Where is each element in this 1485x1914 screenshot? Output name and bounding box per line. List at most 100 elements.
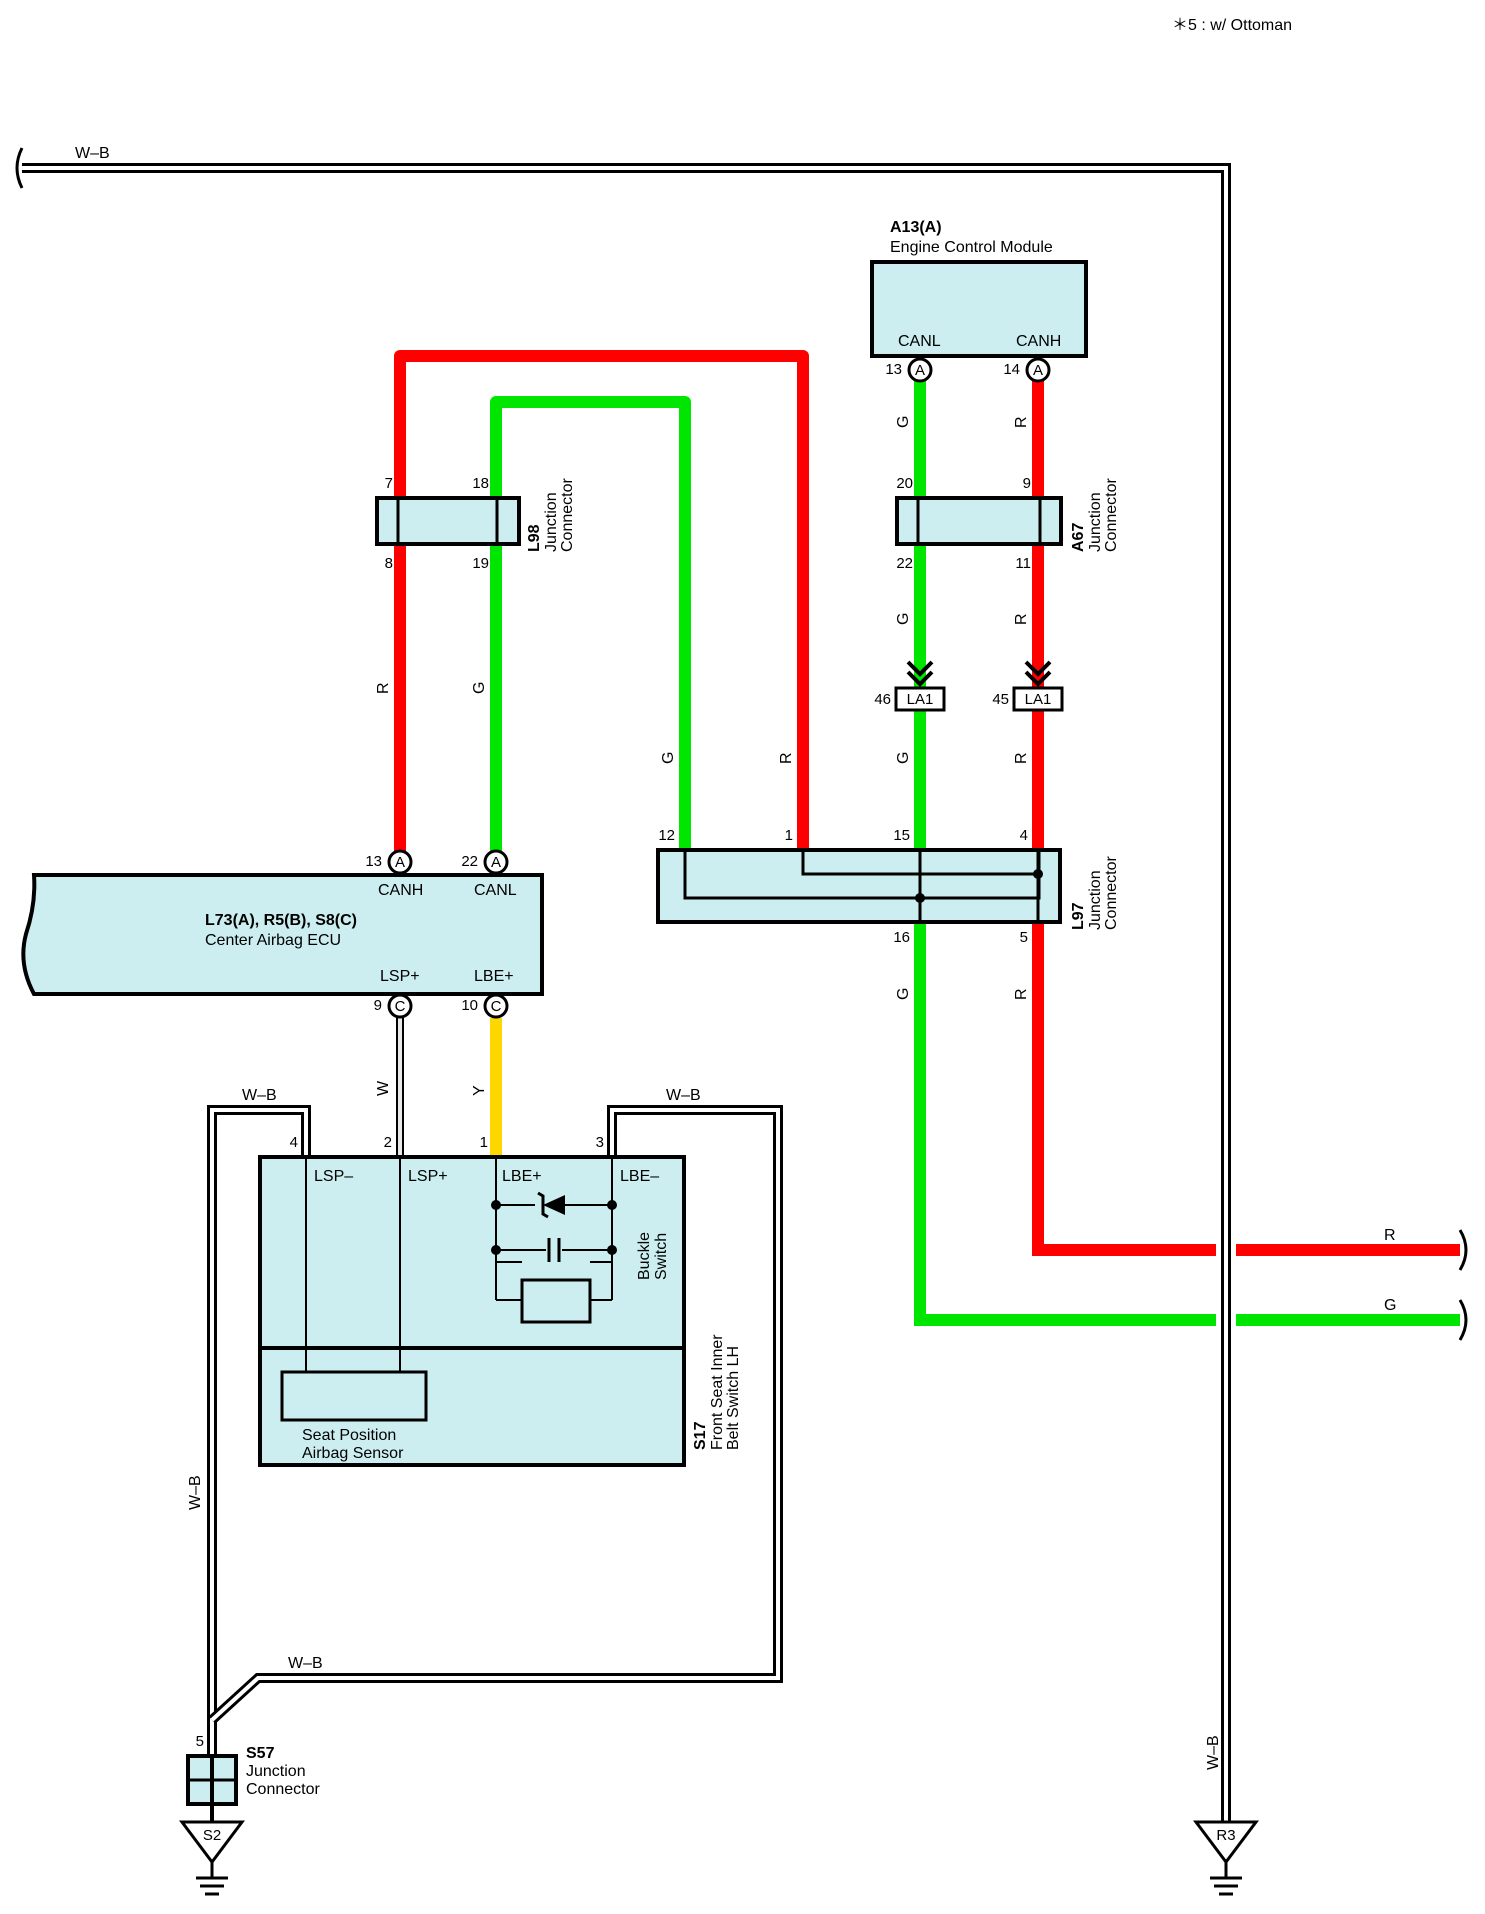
- seat-position-sensor-box: [280, 1370, 428, 1422]
- ecu-term-lsp: LSP+: [380, 968, 420, 985]
- wire-code-r-4: R: [1013, 988, 1030, 1000]
- wire-r-l97-out: [1032, 920, 1460, 1256]
- l98-connector: [375, 496, 521, 546]
- s17-term-lbe-plus: LBE+: [502, 1168, 542, 1185]
- l98-pin-18: 18: [472, 475, 489, 492]
- ecu-id: L73(A), R5(B), S8(C): [205, 912, 357, 929]
- ecm-name: Engine Control Module: [890, 239, 1053, 256]
- l97-pin-4: 4: [1020, 827, 1028, 844]
- wire-code-r-right: R: [1384, 1227, 1396, 1244]
- ecm-conn-a-1: A: [915, 362, 925, 379]
- l97-splice-r: [1033, 869, 1043, 879]
- node-2: [607, 1200, 617, 1210]
- ecm-term-canh: CANH: [1016, 333, 1061, 350]
- wire-code-wb-3: W–B: [187, 1475, 204, 1510]
- wire-code-r-3: R: [1013, 752, 1030, 764]
- la1-arrow-g-icon: [906, 660, 934, 687]
- ottoman-note: ＊5 : w/ Ottoman: [1172, 17, 1292, 34]
- s17-term-lsp-plus: LSP+: [408, 1168, 448, 1185]
- node-1: [491, 1200, 501, 1210]
- wire-code-wb-r3: W–B: [1205, 1735, 1222, 1770]
- wire-code-g-l98: G: [471, 682, 488, 694]
- wire-code-r-loop: R: [778, 752, 795, 764]
- ecm-pin-canh: A: [1025, 357, 1051, 383]
- a67-pin-11: 11: [1015, 555, 1031, 572]
- wire-r-ecu-to-l97: [394, 350, 809, 862]
- wire-break-g: [1458, 1299, 1468, 1341]
- wire-code-w: W: [375, 1080, 392, 1096]
- wire-code-r-1: R: [1013, 416, 1030, 428]
- s17-component: [258, 1155, 686, 1467]
- l98-label-2: Connector: [559, 478, 576, 552]
- wire-code-g-1: G: [895, 416, 912, 428]
- ecu-name: Center Airbag ECU: [205, 932, 341, 949]
- node-4: [607, 1245, 617, 1255]
- ecm-pin-13: 13: [885, 361, 902, 378]
- ecm-pin-canl: A: [907, 357, 933, 383]
- ecm-conn-a-2: A: [1033, 362, 1043, 379]
- l97-pin-16: 16: [893, 929, 910, 946]
- a67-pin-20: 20: [896, 475, 913, 492]
- l98-pin-8: 8: [385, 555, 393, 572]
- node-3: [491, 1245, 501, 1255]
- ecu-pin-canl: A: [483, 849, 509, 875]
- l98-id: L98: [526, 524, 543, 552]
- la1-pin-46: 46: [874, 691, 891, 708]
- l97-pin-5: 5: [1020, 929, 1028, 946]
- wire-code-wb-2: W–B: [666, 1087, 701, 1104]
- zener-diode-icon: [535, 1191, 565, 1219]
- s17-pin-3: 3: [596, 1134, 604, 1151]
- l97-pin-12: 12: [658, 827, 675, 844]
- la1-pin-45: 45: [992, 691, 1009, 708]
- wb-wire-lbe-minus: [208, 1105, 783, 1724]
- wire-code-g-loop: G: [660, 752, 677, 764]
- wire-code-g-3: G: [895, 752, 912, 764]
- a67-pin-9: 9: [1023, 475, 1031, 492]
- s17-label-1: Front Seat Inner: [709, 1334, 726, 1450]
- ecu-term-canh: CANH: [378, 882, 423, 899]
- ecu-term-lbe: LBE+: [474, 968, 514, 985]
- s57-label-1: Junction: [246, 1763, 306, 1780]
- ecu-conn-c-1: C: [395, 998, 406, 1015]
- wire-code-r-2: R: [1013, 613, 1030, 625]
- ecu-conn-c-2: C: [491, 998, 502, 1015]
- s57-pin-5: 5: [196, 1733, 204, 1750]
- seat-sensor-label-2: Airbag Sensor: [302, 1445, 404, 1462]
- l97-label-2: Connector: [1103, 856, 1120, 930]
- ecu-conn-a-1: A: [395, 854, 405, 871]
- s17-id: S17: [692, 1421, 709, 1450]
- ecu-pin-9: 9: [374, 997, 382, 1014]
- ecu-pin-10: 10: [461, 997, 478, 1014]
- l97-pin-15: 15: [893, 827, 910, 844]
- s17-pin-4: 4: [290, 1134, 298, 1151]
- ecm-id: A13(A): [890, 219, 942, 236]
- wire-g-ecu-to-l97: [490, 396, 691, 862]
- ecu-pin-canh: A: [387, 849, 413, 875]
- ecm-term-canl: CANL: [898, 333, 941, 350]
- a67-label-1: Junction: [1087, 492, 1104, 552]
- wire-code-wb-1: W–B: [242, 1087, 277, 1104]
- s57-label-2: Connector: [246, 1781, 320, 1798]
- wire-code-wb-top: W–B: [75, 145, 110, 162]
- s17-pin-2: 2: [384, 1134, 392, 1151]
- ecm-pin-14: 14: [1003, 361, 1020, 378]
- ecu-pin-22: 22: [461, 853, 478, 870]
- l98-label-1: Junction: [543, 492, 560, 552]
- l97-splice-g: [915, 893, 925, 903]
- l97-pin-1: 1: [785, 827, 793, 844]
- s17-label-2: Belt Switch LH: [725, 1346, 742, 1450]
- a67-label-2: Connector: [1103, 478, 1120, 552]
- a67-pin-22: 22: [896, 555, 913, 572]
- buckle-switch-label-1: Buckle: [636, 1232, 653, 1280]
- wire-code-y: Y: [471, 1085, 488, 1096]
- resistor-icon: [520, 1278, 592, 1324]
- ecu-pin-13: 13: [365, 853, 382, 870]
- wire-break-r: [1458, 1229, 1468, 1271]
- la1-label-g: LA1: [907, 691, 934, 708]
- ecu-term-canl: CANL: [474, 882, 517, 899]
- wire-code-g-4: G: [895, 988, 912, 1000]
- ecu-conn-a-2: A: [491, 854, 501, 871]
- wire-code-g-2: G: [895, 613, 912, 625]
- ground-s2-icon: [179, 1820, 245, 1896]
